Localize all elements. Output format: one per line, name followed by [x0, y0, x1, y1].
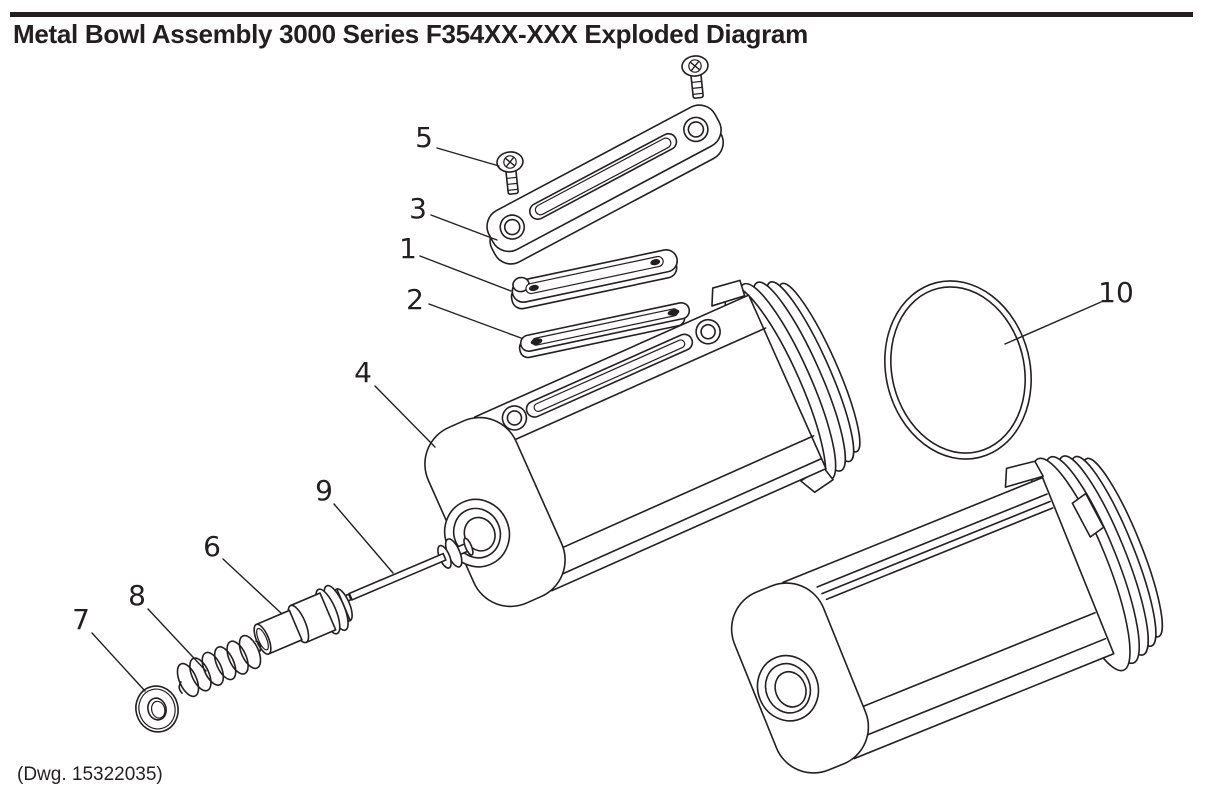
gasket-drawing	[518, 301, 691, 359]
metal-bowl-body-drawing	[424, 279, 861, 608]
o-ring-drawing	[884, 280, 1032, 460]
sight-gauge-cover-drawing	[486, 104, 724, 265]
callout-label-6: 6	[203, 530, 221, 563]
callout-leader-lines	[91, 147, 1102, 692]
callout-label-1: 1	[399, 232, 417, 265]
page-title: Metal Bowl Assembly 3000 Series F354XX-X…	[13, 19, 808, 49]
screw-top-drawing	[681, 55, 709, 99]
sight-lens-drawing	[510, 249, 678, 310]
callout-label-7: 7	[72, 603, 90, 636]
callout-label-5: 5	[415, 121, 433, 154]
callout-label-9: 9	[315, 474, 333, 507]
drawing-number-note: (Dwg. 15322035)	[17, 764, 163, 785]
callout-label-3: 3	[409, 192, 427, 225]
callout-label-8: 8	[128, 579, 146, 612]
bowl-assembly-2-drawing	[730, 455, 1164, 774]
callout-label-10: 10	[1098, 276, 1134, 309]
callout-label-4: 4	[354, 356, 372, 389]
title-rule	[10, 12, 1193, 17]
screw-left-drawing	[496, 151, 524, 195]
drain-rod-drawing	[336, 537, 474, 606]
washer-drawing	[135, 685, 179, 733]
spring-drawing	[176, 634, 262, 698]
drain-valve-body-drawing	[253, 584, 353, 655]
callout-label-2: 2	[406, 283, 424, 316]
